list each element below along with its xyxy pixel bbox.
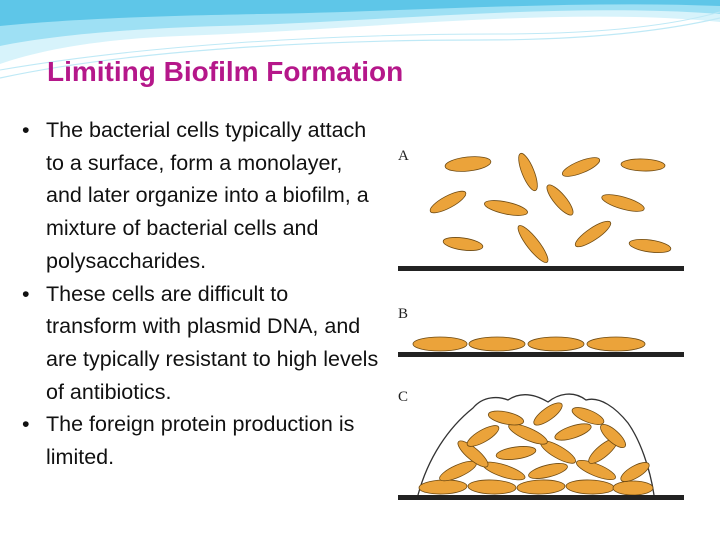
bullet-item: • These cells are difficult to transform…: [22, 278, 382, 409]
bacterial-cell: [586, 336, 646, 352]
bacterial-cell: [444, 156, 492, 172]
panel-label-c: C: [398, 389, 408, 405]
bacterial-cell: [628, 238, 672, 254]
panel-a: A: [398, 148, 684, 271]
bacterial-cell: [517, 225, 549, 263]
bullet-text: These cells are difficult to transform w…: [46, 281, 379, 404]
bacterial-cell: [487, 410, 525, 426]
bacterial-cell: [612, 480, 654, 496]
bacterial-cell: [601, 194, 645, 212]
surface-c: [398, 495, 684, 500]
panel-label-b: B: [398, 306, 408, 322]
biofilm-matrix-outline: [417, 393, 655, 496]
bacterial-cell: [468, 336, 526, 352]
bullet-list: • The bacterial cells typically attach t…: [22, 114, 382, 474]
bacterial-cell: [565, 479, 615, 495]
bacterial-cell: [466, 425, 500, 447]
bullet-marker: •: [22, 118, 30, 142]
bacterial-cell: [516, 479, 566, 495]
bacterial-cell: [527, 336, 585, 352]
bullet-text: The foreign protein production is limite…: [46, 412, 355, 470]
bacterial-cell: [412, 336, 468, 352]
bacterial-cell: [467, 479, 517, 495]
panel-a-cells: [429, 152, 672, 263]
bacterial-cell: [620, 158, 666, 172]
surface-b: [398, 352, 684, 357]
bacterial-cell: [484, 200, 528, 216]
bacterial-cell: [620, 462, 650, 482]
bacterial-cell: [457, 440, 489, 468]
panel-label-a: A: [398, 148, 409, 164]
bacterial-cell: [442, 237, 484, 251]
bacterial-cell: [574, 220, 612, 248]
bacterial-cell: [508, 423, 548, 445]
panel-c-cells: [418, 402, 654, 496]
bacterial-cell: [554, 423, 592, 441]
bacterial-cell: [600, 424, 626, 448]
biofilm-diagram: A B C: [398, 148, 684, 500]
bacterial-cell: [528, 463, 568, 479]
bacterial-cell: [575, 459, 617, 481]
header-swoosh-decoration: [0, 0, 720, 79]
bullet-item: • The foreign protein production is limi…: [22, 408, 382, 473]
panel-b: B: [398, 306, 684, 357]
bacterial-cell: [571, 407, 605, 425]
bacterial-cell: [495, 446, 537, 460]
bacterial-cell: [546, 184, 574, 216]
bacterial-cell: [561, 157, 601, 177]
bullet-marker: •: [22, 412, 30, 437]
bullet-text: The bacterial cells typically attach to …: [46, 118, 369, 273]
bacterial-cell: [518, 152, 538, 192]
bullet-item: • The bacterial cells typically attach t…: [22, 114, 382, 278]
panel-b-cells: [412, 336, 646, 352]
bacterial-cell: [418, 479, 468, 495]
slide-title: Limiting Biofilm Formation: [47, 56, 404, 87]
bacterial-cell: [429, 190, 467, 214]
surface-a: [398, 266, 684, 271]
bullet-marker: •: [22, 281, 30, 306]
bacterial-cell: [533, 402, 563, 426]
panel-c: C: [398, 389, 684, 500]
